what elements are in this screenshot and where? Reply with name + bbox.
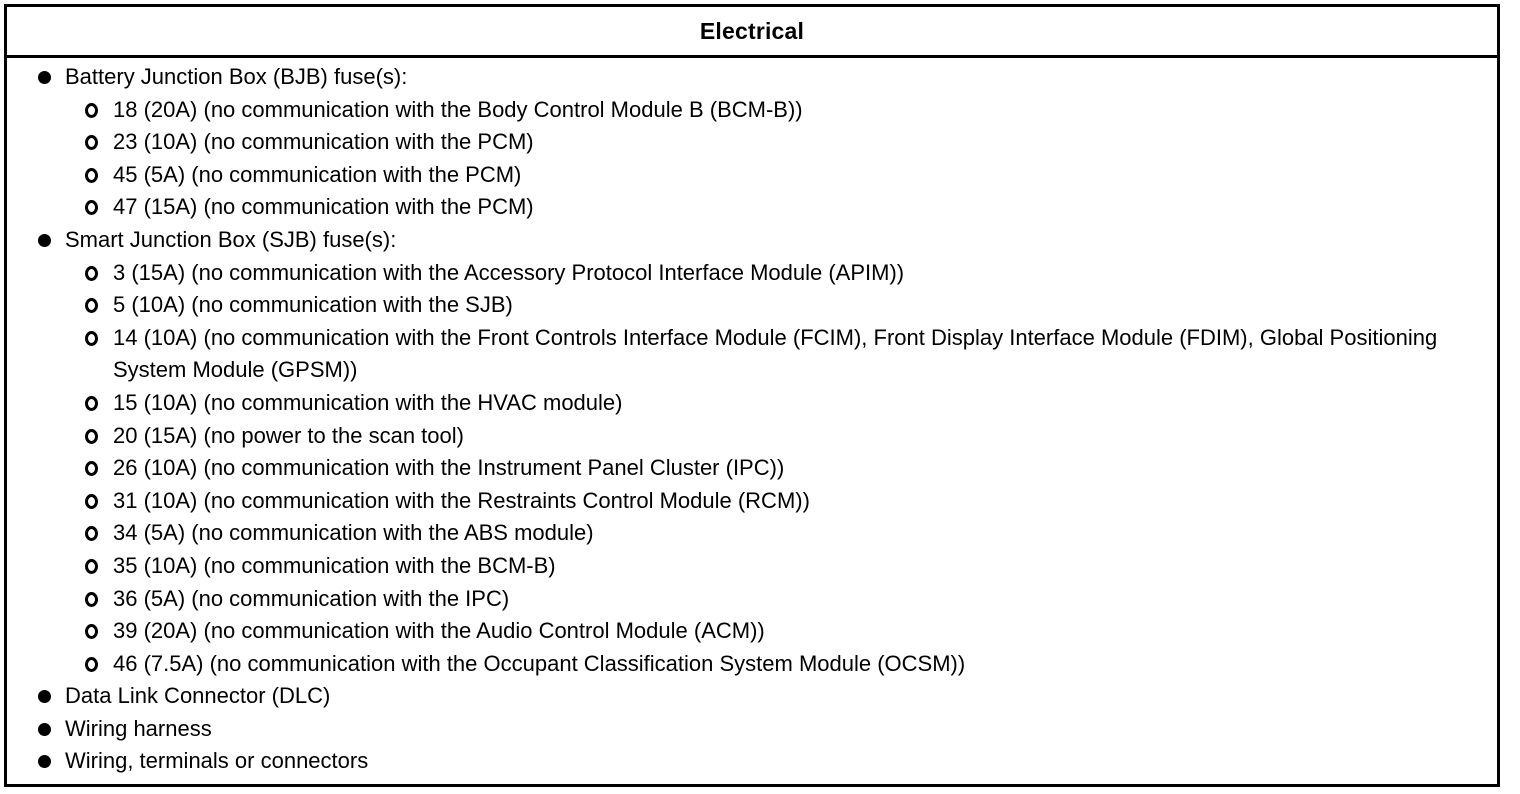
circle-bullet-icon — [85, 330, 98, 346]
list-item-label: 46 (7.5A) (no communication with the Occ… — [113, 650, 966, 676]
circle-bullet-icon — [85, 591, 98, 607]
list-item-label: 5 (10A) (no communication with the SJB) — [113, 292, 513, 318]
list-item-label: 23 (10A) (no communication with the PCM) — [113, 129, 534, 155]
list-item: 14 (10A) (no communication with the Fron… — [7, 322, 1471, 387]
list-item: Data Link Connector (DLC) — [7, 680, 1471, 713]
circle-bullet-icon — [85, 461, 98, 477]
circle-bullet-icon — [85, 395, 98, 411]
list-item-label: 35 (10A) (no communication with the BCM-… — [113, 552, 556, 578]
list-item: Smart Junction Box (SJB) fuse(s): — [7, 224, 1471, 257]
list-item: 5 (10A) (no communication with the SJB) — [7, 289, 1471, 322]
list-item: 15 (10A) (no communication with the HVAC… — [7, 387, 1471, 420]
filled-bullet-icon — [38, 722, 51, 736]
list-item-label: 31 (10A) (no communication with the Rest… — [113, 487, 810, 513]
circle-bullet-icon — [85, 298, 98, 314]
list-item: 18 (20A) (no communication with the Body… — [7, 94, 1471, 127]
list-item: 36 (5A) (no communication with the IPC) — [7, 583, 1471, 616]
circle-bullet-icon — [85, 265, 98, 281]
filled-bullet-icon — [38, 755, 51, 769]
list-item: Wiring harness — [7, 713, 1471, 746]
electrical-table: Electrical Battery Junction Box (BJB) fu… — [4, 4, 1500, 787]
circle-bullet-icon — [85, 558, 98, 574]
list-item-label: Data Link Connector (DLC) — [65, 683, 331, 709]
list-item: Wiring, terminals or connectors — [7, 745, 1471, 778]
circle-bullet-icon — [85, 624, 98, 640]
list-item-label: 14 (10A) (no communication with the Fron… — [113, 324, 1438, 383]
list-item-label: 36 (5A) (no communication with the IPC) — [113, 585, 510, 611]
list-item-label: 45 (5A) (no communication with the PCM) — [113, 161, 522, 187]
list-item-label: 34 (5A) (no communication with the ABS m… — [113, 520, 594, 546]
circle-bullet-icon — [85, 167, 98, 183]
circle-bullet-icon — [85, 102, 98, 118]
filled-bullet-icon — [38, 71, 51, 84]
list-item: 26 (10A) (no communication with the Inst… — [7, 452, 1471, 485]
list-item: 31 (10A) (no communication with the Rest… — [7, 485, 1471, 518]
list-item-label: 26 (10A) (no communication with the Inst… — [113, 455, 785, 481]
list-item: 39 (20A) (no communication with the Audi… — [7, 615, 1471, 648]
table-header: Electrical — [7, 7, 1497, 58]
circle-bullet-icon — [85, 493, 98, 509]
list-item: 45 (5A) (no communication with the PCM) — [7, 159, 1471, 192]
list-item-label: 47 (15A) (no communication with the PCM) — [113, 194, 534, 220]
list-item-label: Battery Junction Box (BJB) fuse(s): — [65, 64, 408, 89]
list-item: 35 (10A) (no communication with the BCM-… — [7, 550, 1471, 583]
list-item-label: Wiring harness — [65, 715, 212, 741]
table-body: Battery Junction Box (BJB) fuse(s): 18 (… — [7, 58, 1497, 778]
circle-bullet-icon — [85, 656, 98, 672]
list-item: 46 (7.5A) (no communication with the Occ… — [7, 648, 1471, 681]
list-item: 23 (10A) (no communication with the PCM) — [7, 126, 1471, 159]
possible-causes-list: Battery Junction Box (BJB) fuse(s): 18 (… — [7, 61, 1471, 778]
filled-bullet-icon — [38, 690, 51, 704]
filled-bullet-icon — [38, 233, 51, 247]
list-item: 3 (15A) (no communication with the Acces… — [7, 257, 1471, 290]
circle-bullet-icon — [85, 135, 98, 151]
list-item: 20 (15A) (no power to the scan tool) — [7, 420, 1471, 453]
list-item-label: 39 (20A) (no communication with the Audi… — [113, 618, 765, 644]
list-item-label: 20 (15A) (no power to the scan tool) — [113, 422, 464, 448]
circle-bullet-icon — [85, 526, 98, 542]
list-item-label: Smart Junction Box (SJB) fuse(s): — [65, 226, 397, 252]
list-item-label: 3 (15A) (no communication with the Acces… — [113, 259, 905, 285]
list-item-label: 18 (20A) (no communication with the Body… — [113, 96, 803, 122]
list-item-label: Wiring, terminals or connectors — [65, 748, 369, 774]
circle-bullet-icon — [85, 200, 98, 216]
circle-bullet-icon — [85, 428, 98, 444]
list-item: 47 (15A) (no communication with the PCM) — [7, 191, 1471, 224]
list-item: 34 (5A) (no communication with the ABS m… — [7, 517, 1471, 550]
list-item-label: 15 (10A) (no communication with the HVAC… — [113, 389, 623, 415]
list-item: Battery Junction Box (BJB) fuse(s): — [7, 61, 1471, 94]
table-title: Electrical — [699, 17, 805, 44]
